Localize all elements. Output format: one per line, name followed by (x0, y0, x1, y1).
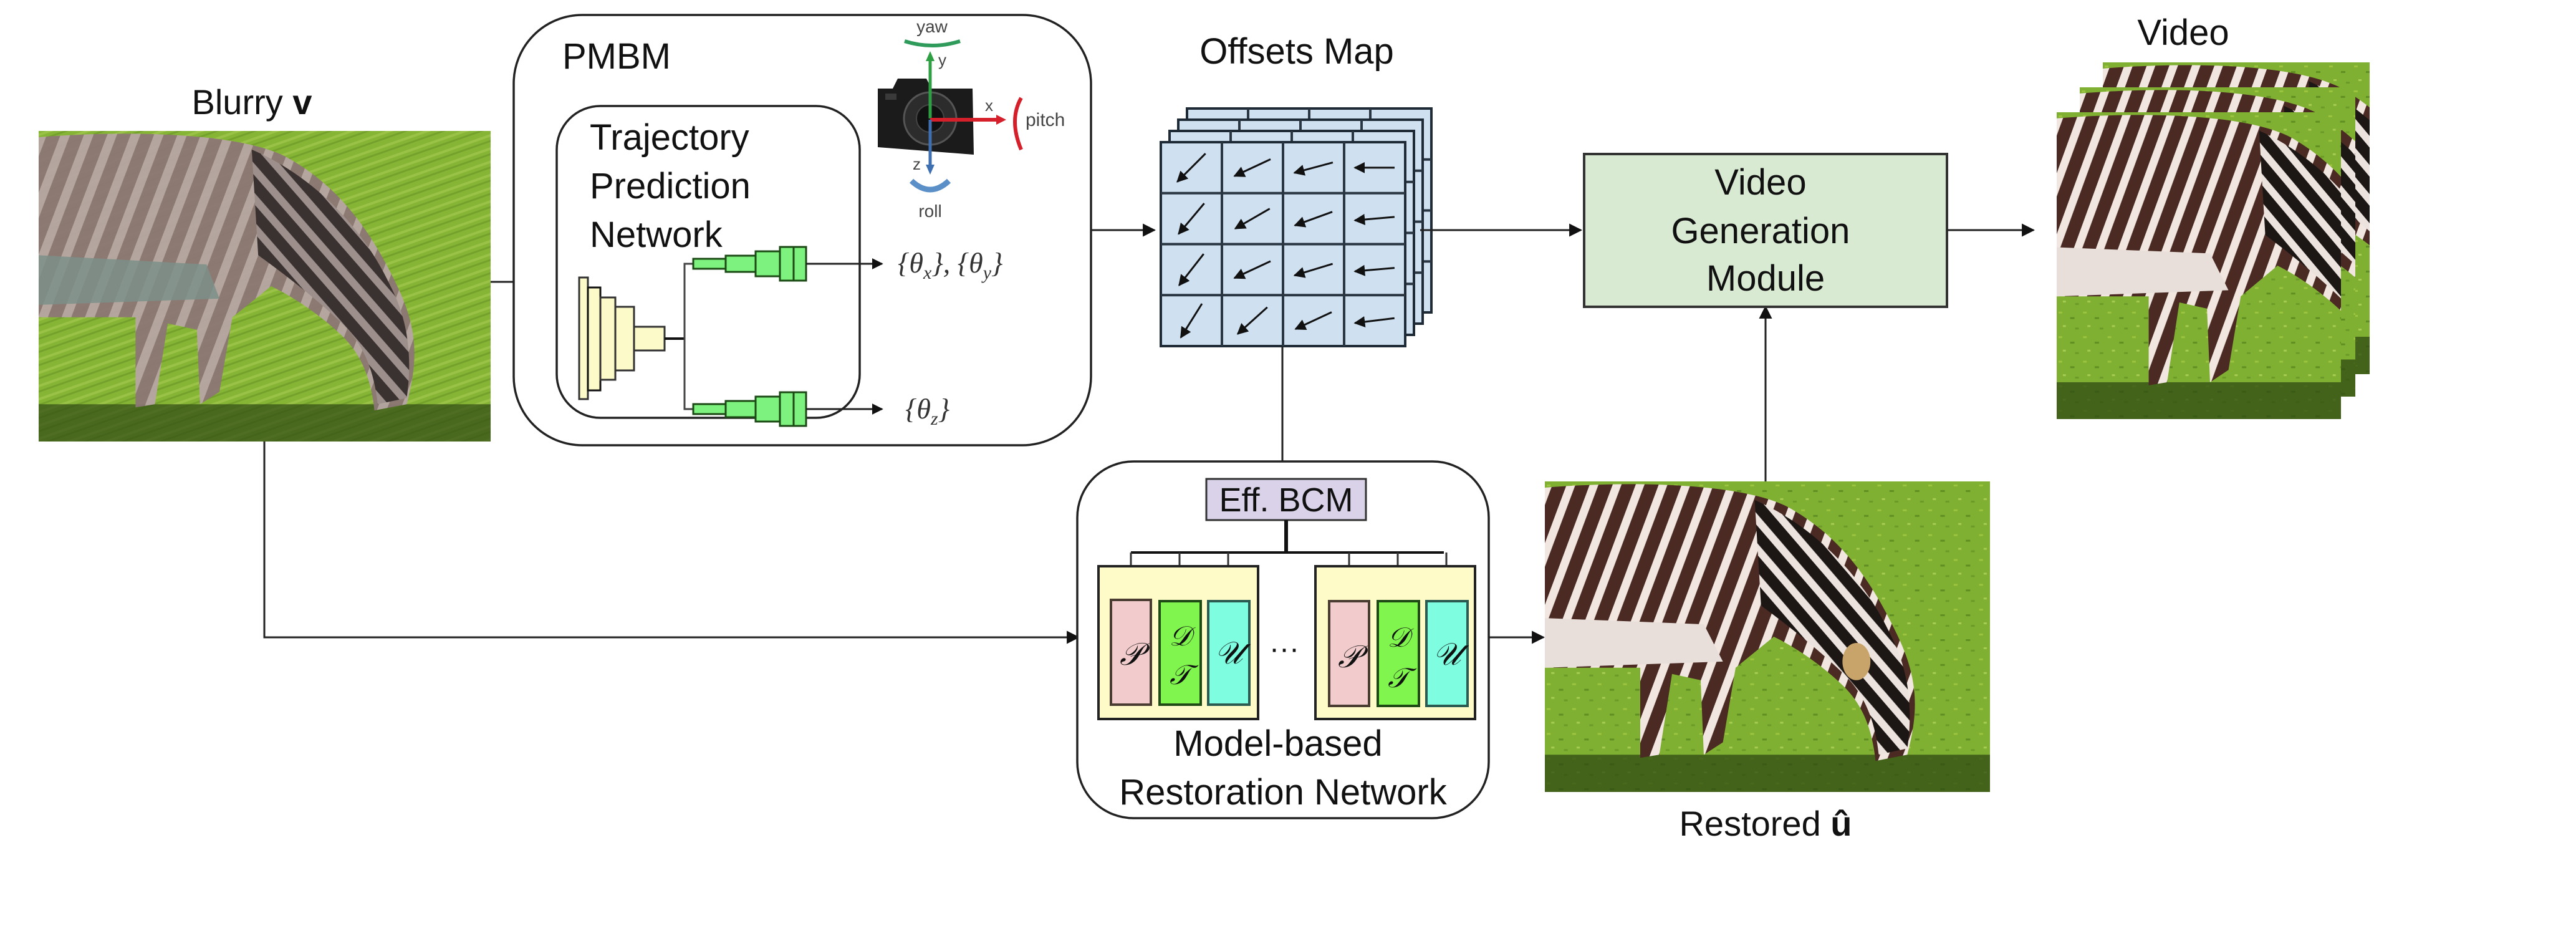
blurry-image (39, 131, 491, 442)
theta-xy-output: {θx}, {θy} (898, 247, 1002, 283)
offsets-layer-front (1160, 141, 1406, 347)
roll-arc (909, 178, 951, 193)
unfolding-block-1: 𝒫 𝒟 𝒯 𝒰 (1097, 565, 1259, 720)
video-generation-module: Video Generation Module (1583, 153, 1948, 308)
restoration-title: Model-based Restoration Network (1119, 723, 1447, 813)
tpn-head-z (692, 391, 807, 427)
offset-arrow (1180, 303, 1203, 339)
restoration-network: Eff. BCM 𝒫 𝒟 𝒯 𝒰 ··· (1076, 460, 1490, 819)
blurry-label: Blurry v (192, 82, 312, 122)
update-u-2 (1425, 600, 1469, 707)
offset-arrow (1293, 263, 1334, 278)
prox-p-1 (1110, 599, 1152, 706)
offset-arrow (1176, 153, 1206, 183)
blurry-input-group: Blurry v (39, 82, 491, 442)
blocks-ellipsis: ··· (1269, 632, 1299, 665)
offsets-map-title: Offsets Map (1199, 31, 1394, 72)
offset-arrow (1233, 158, 1271, 177)
video-label: Video (2137, 12, 2229, 53)
tpn-title: Trajectory Prediction Network (590, 117, 761, 255)
restoration-container (1076, 460, 1490, 819)
branch-split (683, 263, 693, 410)
offset-arrow (1293, 162, 1334, 176)
data-dt-2 (1377, 600, 1420, 707)
offsets-map: Offsets Map (1160, 31, 1433, 347)
eff-bcm-box (1205, 478, 1367, 521)
axis-x-label: x (985, 96, 993, 115)
axis-y-label: y (938, 51, 946, 69)
prox-p-2 (1328, 600, 1370, 707)
arrow-blurry-to-restoration (263, 442, 1080, 644)
offset-arrow (1294, 211, 1333, 228)
camera-icon (878, 79, 974, 155)
offset-arrow (1353, 316, 1395, 327)
pmbm-title: PMBM (562, 36, 671, 77)
pmbm-module: PMBM Trajectory Prediction Network (512, 14, 1092, 446)
theta-z-output: {θz} (905, 393, 949, 429)
camera-axes-figure: y x z yaw pitch roll (878, 17, 1065, 221)
offset-arrow (1178, 203, 1205, 235)
offset-arrow (1234, 208, 1271, 229)
offset-arrow (1236, 306, 1268, 335)
restored-output-group: Restored û (1545, 481, 1990, 843)
offset-arrow (1178, 253, 1204, 287)
offset-arrow (1294, 311, 1332, 331)
pitch-arc (1013, 97, 1023, 151)
data-dt-1 (1158, 600, 1202, 706)
video-frame-1 (2057, 112, 2341, 419)
tpn-encoder (578, 276, 666, 400)
offset-arrow (1233, 260, 1271, 279)
update-u-1 (1207, 600, 1251, 706)
offsets-stack (1160, 107, 1433, 347)
offset-arrow (1353, 214, 1395, 225)
restored-image (1545, 481, 1990, 792)
eff-bcm-label: Eff. BCM (1219, 481, 1353, 519)
offset-arrow (1353, 264, 1395, 276)
vgm-box (1583, 153, 1948, 308)
yaw-arc (904, 39, 961, 47)
video-output-group: Video (2057, 12, 2370, 419)
pitch-label: pitch (1026, 110, 1065, 130)
roll-label: roll (918, 201, 941, 221)
restored-label: Restored û (1679, 804, 1852, 843)
tpn-head-xy (692, 246, 807, 282)
yaw-label: yaw (916, 17, 948, 36)
axis-z-label: z (913, 155, 921, 173)
unfolding-block-2: 𝒫 𝒟 𝒯 𝒰 (1314, 565, 1476, 720)
vgm-label: Video Generation Module (1671, 162, 1860, 299)
